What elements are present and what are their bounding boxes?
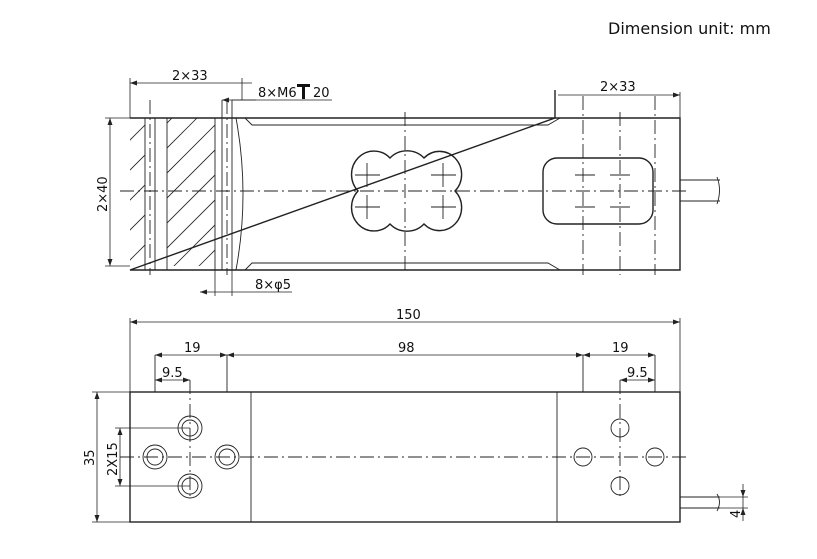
dim-width: 35 xyxy=(83,449,98,466)
beam-top-contour xyxy=(244,117,561,126)
strain-gauge-cutout xyxy=(350,150,463,232)
dim-top-right: 2×33 xyxy=(600,80,636,95)
beam-bottom-contour xyxy=(244,262,561,271)
dim-top-left: 2×33 xyxy=(172,69,208,84)
cutout-crosses xyxy=(355,163,456,219)
right-hole-lines xyxy=(404,96,656,275)
dim-cable-diameter: 4 xyxy=(729,510,744,518)
dim-hole-diameter: 8×φ5 xyxy=(255,278,291,293)
dim-right-offset: 9.5 xyxy=(627,366,648,381)
cable-bottom-view xyxy=(680,493,720,512)
right-mounting-holes xyxy=(573,418,665,496)
dim-thread-depth: 20 xyxy=(313,86,330,101)
beam-curve-left xyxy=(235,117,244,271)
dim-left-spacing: 19 xyxy=(184,341,201,356)
dim-height: 2×40 xyxy=(96,176,111,212)
bottom-view-outline xyxy=(129,391,681,523)
dimension-unit-note: Dimension unit: mm xyxy=(608,19,771,38)
hatch-zone-left xyxy=(130,124,145,261)
bottom-view: 150 19 98 19 9.5 9.5 35 2X15 4 xyxy=(83,308,748,523)
left-mounting-holes xyxy=(142,415,240,499)
cable-slot xyxy=(542,157,654,225)
top-view-outline xyxy=(129,90,681,271)
top-view: 2×33 8×M6 20 2×33 2×40 8×φ5 xyxy=(96,69,720,296)
left-hole-lines xyxy=(144,100,233,275)
dim-thread-spec: 8×M6 xyxy=(258,86,297,101)
dim-right-spacing: 19 xyxy=(612,341,629,356)
dim-total-length: 150 xyxy=(396,308,421,323)
dim-left-offset: 9.5 xyxy=(162,366,183,381)
dim-hole-spacing: 2X15 xyxy=(106,442,121,476)
hatch-zone-right xyxy=(167,118,215,266)
thread-depth-symbol-icon xyxy=(297,84,310,99)
dim-middle-spacing: 98 xyxy=(398,341,415,356)
cable-top-view xyxy=(680,176,720,205)
